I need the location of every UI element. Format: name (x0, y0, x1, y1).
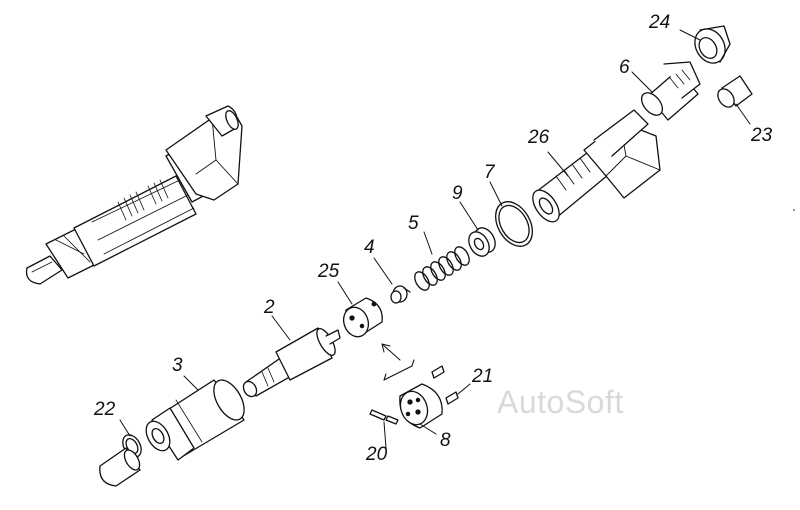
part-4-valve (391, 286, 410, 303)
part-3-body (141, 375, 250, 460)
label-20: 20 (366, 444, 388, 465)
label-2: 2 (264, 297, 275, 318)
label-3: 3 (172, 355, 183, 376)
part-5-spring (412, 244, 472, 292)
label-4: 4 (364, 237, 375, 258)
label-5: 5 (408, 213, 419, 234)
part-24-washer (689, 23, 731, 68)
label-25: 25 (318, 261, 340, 282)
speck (793, 209, 795, 211)
part-23-cap (715, 76, 752, 110)
leader-lines (119, 29, 751, 449)
part-21-pins (432, 366, 458, 404)
label-24: 24 (649, 12, 671, 33)
label-9: 9 (452, 183, 463, 204)
part-6-fitting (638, 62, 700, 120)
part-20-pins (370, 410, 398, 424)
assembly-bracket (382, 344, 414, 380)
part-26-housing (527, 110, 660, 226)
nozzle-tip (100, 447, 143, 486)
part-9-spacer (465, 224, 500, 260)
label-26: 26 (528, 127, 550, 148)
label-22: 22 (94, 399, 116, 420)
watermark-text: AutoSoft (497, 384, 624, 420)
label-6: 6 (619, 57, 630, 78)
label-7: 7 (484, 162, 495, 183)
part-25-plate (340, 298, 383, 340)
label-8: 8 (440, 430, 451, 451)
label-23: 23 (751, 125, 773, 146)
part-8-disc (396, 384, 442, 428)
part-7-o-ring (488, 195, 540, 253)
assembled-injector (27, 106, 242, 284)
part-2-needle (241, 326, 340, 399)
label-21: 21 (472, 366, 494, 387)
